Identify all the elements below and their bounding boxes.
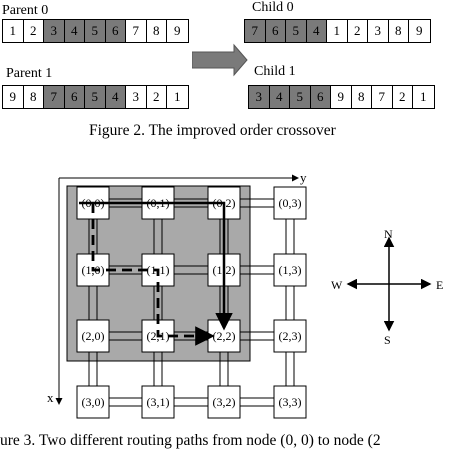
mesh-node: (3,1) (141, 385, 175, 419)
mesh-node: (2,0) (76, 319, 110, 353)
child0-label: Child 0 (252, 0, 294, 15)
parent0-gene: 8 (147, 20, 167, 42)
child0-gene: 8 (389, 20, 409, 42)
child1-gene: 8 (352, 86, 372, 108)
mesh-node-box (273, 319, 307, 353)
compass-west: W (331, 278, 343, 292)
routing-path-solid (79, 201, 233, 331)
mesh-node-label: (3,0) (82, 395, 105, 409)
mesh-nodes: (0,0)(0,1)(0,2)(0,3)(1,0)(1,1)(1,2)(1,3)… (76, 186, 307, 419)
parent0-gene: 6 (105, 20, 126, 42)
compass-east: E (436, 278, 443, 292)
mesh-node-box (76, 385, 110, 419)
mesh-node: (3,3) (273, 385, 307, 419)
mesh-node-label: (2,0) (82, 329, 105, 343)
compass: N S W E (331, 227, 443, 347)
parent0-gene: 4 (64, 20, 85, 42)
mesh-node-label: (0,3) (279, 196, 302, 210)
mesh-node-box (207, 385, 241, 419)
mesh-node: (2,2) (207, 319, 241, 353)
child1-gene: 2 (393, 86, 413, 108)
mesh-node-box (76, 319, 110, 353)
mesh-node-box (273, 253, 307, 287)
compass-south: S (384, 333, 391, 347)
parent0-gene: 9 (174, 23, 181, 38)
child1-gene: 1 (420, 89, 427, 104)
mesh-node-label: (1,3) (279, 263, 302, 277)
parent0-gene: 1 (3, 20, 24, 42)
mesh-node-label: (3,1) (147, 395, 170, 409)
child1-gene: 3 (249, 86, 270, 108)
parent0-gene: 7 (126, 20, 147, 42)
parent1-gene: 5 (85, 86, 106, 108)
child1-gene: 4 (269, 86, 290, 108)
parent0-gene: 5 (85, 20, 106, 42)
parent1-gene: 8 (24, 86, 44, 108)
mesh-node: (3,2) (207, 385, 241, 419)
parent0-label: Parent 0 (2, 3, 49, 18)
mesh-node-label: (2,3) (279, 329, 302, 343)
mesh-node: (0,3) (273, 186, 307, 220)
parent1-gene: 9 (3, 86, 24, 108)
figure2-caption: Figure 2. The improved order crossover (89, 122, 336, 139)
parent1-gene: 1 (174, 89, 181, 104)
child0-gene: 4 (306, 20, 327, 42)
mesh-node-label: (2,2) (213, 329, 236, 343)
child0-gene: 6 (265, 20, 286, 42)
parent1-gene: 2 (147, 86, 167, 108)
mesh-links (88, 198, 295, 407)
child1-gene: 5 (290, 86, 311, 108)
mesh-node-box (273, 186, 307, 220)
child0-gene: 9 (416, 23, 423, 38)
mesh-node-box (141, 385, 175, 419)
parent0-gene: 3 (44, 20, 65, 42)
parent1-gene: 7 (44, 86, 65, 108)
child0-gene: 3 (368, 20, 389, 42)
parent0-gene: 2 (24, 20, 44, 42)
routing-path-dashed (91, 203, 215, 346)
mesh-node: (2,3) (273, 319, 307, 353)
mesh-network-diagram: y x (0,0)(0,1)(0,2)(0,3)(1,0)(1,1)(1,2)(… (47, 170, 443, 419)
parent1-gene: 4 (105, 86, 126, 108)
parent1-gene: 6 (64, 86, 85, 108)
parent1-label: Parent 1 (6, 66, 53, 81)
mesh-node-label: (3,2) (213, 395, 236, 409)
child1-gene: 6 (310, 86, 331, 108)
crossover-arrow (192, 43, 248, 77)
mesh-node-label: (3,3) (279, 395, 302, 409)
x-axis-label: x (47, 390, 54, 405)
mesh-node: (3,0) (76, 385, 110, 419)
child0-gene: 7 (245, 20, 266, 42)
child1-label: Child 1 (254, 64, 296, 79)
mesh-node: (1,3) (273, 253, 307, 287)
y-axis-label: y (300, 170, 307, 185)
child1-gene: 9 (331, 86, 352, 108)
figure3-caption: ure 3. Two different routing paths from … (0, 432, 381, 449)
child0-gene: 1 (327, 20, 348, 42)
child0-gene: 5 (286, 20, 307, 42)
parent1-gene: 3 (126, 86, 147, 108)
child1-gene: 7 (372, 86, 393, 108)
child0-gene: 2 (348, 20, 368, 42)
compass-north: N (384, 227, 393, 241)
mesh-node-box (273, 385, 307, 419)
